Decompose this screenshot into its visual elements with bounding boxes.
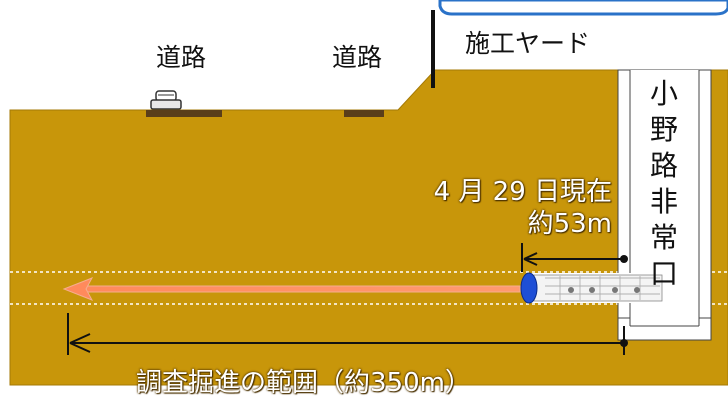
status-date-label: 4 月 29 日現在	[433, 177, 612, 207]
road-label-right: 道路	[332, 43, 383, 72]
yard-fence-post	[431, 10, 435, 88]
shaft-label-char: 常	[649, 221, 678, 254]
survey-range-label: 調査掘進の範囲（約350m）	[136, 368, 471, 398]
progress-distance-label: 約53m	[527, 209, 612, 239]
shaft-label-char: 口	[649, 257, 678, 290]
cutter-head	[520, 272, 538, 304]
shaft-label-char: 路	[649, 149, 678, 182]
banner-edge	[438, 0, 728, 16]
survey-range-dimension	[67, 313, 628, 355]
excavation-direction-arrow	[62, 277, 521, 301]
construction-yard-label: 施工ヤード	[465, 29, 591, 58]
shaft-label-char: 非	[649, 185, 678, 218]
road-left	[146, 110, 222, 117]
car-icon	[150, 90, 182, 110]
shaft-label-char: 小	[649, 77, 678, 110]
shaft-label-char: 野	[649, 113, 678, 146]
shaft-label: 小 野 路 非 常 口	[646, 76, 682, 292]
tunnel-boring-machine-icon	[520, 272, 663, 304]
road-right	[344, 110, 384, 117]
road-label-left: 道路	[156, 43, 207, 72]
ground	[9, 69, 728, 386]
progress-dimension	[521, 243, 628, 272]
